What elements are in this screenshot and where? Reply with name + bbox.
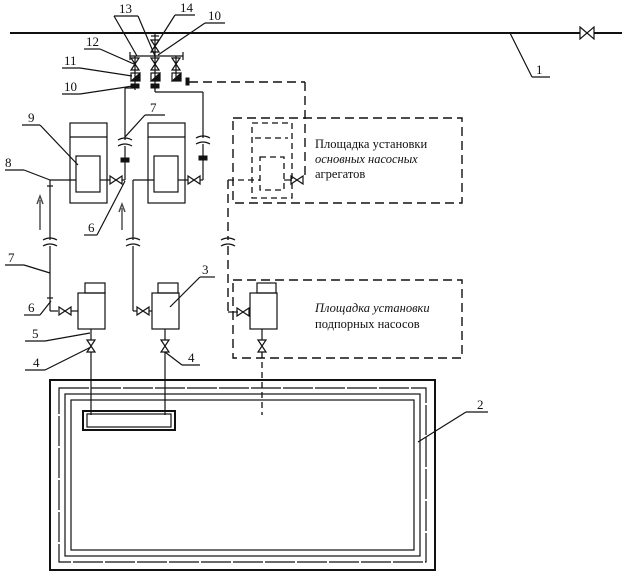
callout-12: 12 — [84, 34, 135, 65]
flow-arrow-2 — [118, 202, 126, 230]
discharge-valve-icon — [109, 175, 123, 185]
callout-4-right: 4 — [164, 350, 200, 366]
svg-text:7: 7 — [8, 250, 15, 265]
callout-6-upper: 6 — [84, 180, 126, 236]
callout-10-lower: 10 — [62, 79, 134, 95]
area-main-pumps: Площадка установки основных насосных агр… — [220, 117, 463, 312]
area-main-label-line1: Площадка установки — [315, 137, 427, 151]
callout-11: 11 — [62, 53, 133, 77]
callout-pipe-label: 7 — [5, 250, 51, 274]
callout-13: 13 — [113, 1, 156, 57]
compensator-left — [117, 135, 133, 180]
callout-1: 1 — [509, 32, 550, 78]
area-main-label-line2: основных насосных — [315, 152, 418, 166]
svg-text:13: 13 — [119, 1, 132, 16]
booster-pump-2 — [151, 282, 180, 415]
callout-14: 14 — [155, 0, 195, 46]
compensator-right — [195, 135, 211, 180]
area-booster-pumps: Площадка установки подпорных насосов — [228, 279, 463, 415]
gate-valve-icon — [86, 339, 96, 353]
main-pipeline — [10, 25, 622, 41]
svg-text:4: 4 — [33, 355, 40, 370]
branch-middle — [149, 56, 204, 138]
branch-left — [124, 56, 141, 135]
svg-text:10: 10 — [64, 79, 77, 94]
callout-7: 7 — [124, 100, 165, 138]
svg-text:4: 4 — [188, 350, 195, 365]
tank — [49, 379, 436, 571]
callout-6-lower: 6 — [24, 300, 52, 316]
svg-text:12: 12 — [86, 34, 99, 49]
suction-line-2 — [125, 180, 152, 316]
svg-text:2: 2 — [477, 397, 484, 412]
callout-4-left: 4 — [25, 346, 92, 371]
svg-text:5: 5 — [32, 326, 39, 341]
callout-2: 2 — [417, 397, 488, 443]
manifold — [129, 33, 184, 60]
svg-text:6: 6 — [28, 300, 35, 315]
svg-text:14: 14 — [180, 0, 194, 15]
callout-5: 5 — [25, 326, 91, 342]
svg-text:6: 6 — [88, 220, 95, 235]
svg-text:10: 10 — [208, 8, 221, 23]
svg-text:11: 11 — [64, 53, 77, 68]
pipeline-valve-icon — [579, 25, 595, 41]
area-main-label-line3: агрегатов — [315, 167, 365, 181]
callout-3: 3 — [169, 262, 215, 308]
svg-text:7: 7 — [150, 100, 157, 115]
booster-pump-1 — [77, 282, 106, 415]
main-pump-unit-2 — [133, 122, 203, 204]
callout-10-upper: 10 — [157, 8, 225, 56]
callout-9: 9 — [22, 110, 79, 166]
svg-text:8: 8 — [5, 155, 12, 170]
callout-label: 1 — [536, 62, 543, 77]
svg-text:3: 3 — [202, 262, 209, 277]
main-pump-unit-1 — [50, 122, 125, 204]
tank-pit — [82, 410, 176, 431]
svg-text:9: 9 — [28, 110, 35, 125]
area-booster-label-line2: подпорных насосов — [315, 317, 420, 331]
flow-arrow-1 — [36, 194, 44, 230]
suction-line-1 — [42, 180, 78, 316]
branch-right — [170, 56, 306, 178]
callout-8: 8 — [5, 155, 51, 181]
area-booster-label-line1: Площадка установки — [314, 301, 430, 315]
